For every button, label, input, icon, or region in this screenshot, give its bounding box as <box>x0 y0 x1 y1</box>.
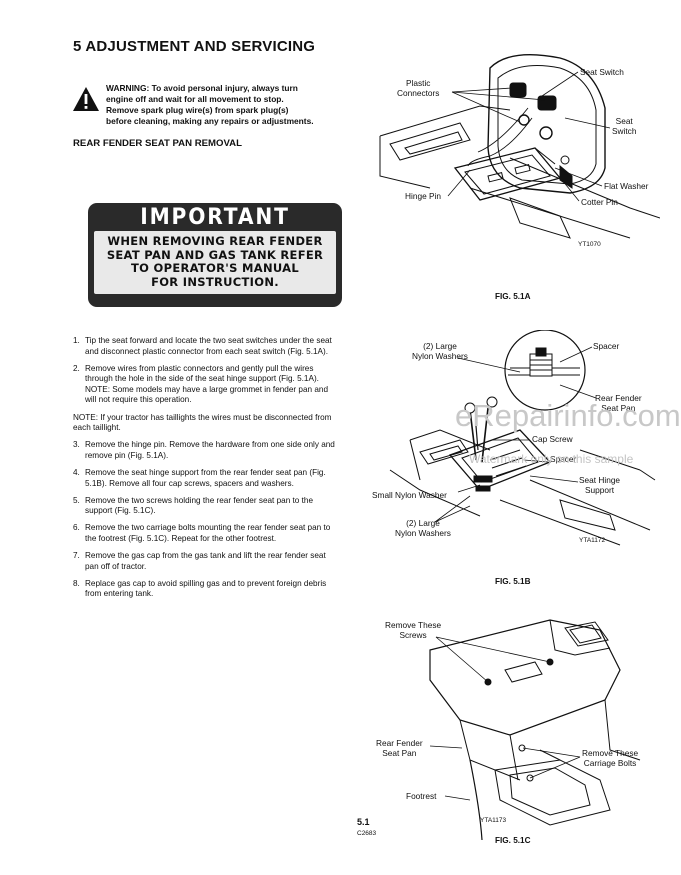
important-body: WHEN REMOVING REAR FENDER SEAT PAN AND G… <box>94 231 336 294</box>
label-hinge-pin: Hinge Pin <box>405 191 441 201</box>
figure-5-1b-drawing <box>389 330 656 546</box>
figure-caption: FIG. 5.1B <box>495 577 531 586</box>
warning-text: WARNING: To avoid personal injury, alway… <box>106 83 314 126</box>
list-item: 3.Remove the hinge pin. Remove the hardw… <box>73 440 335 460</box>
label-flat-washer: Flat Washer <box>604 181 649 191</box>
document-code: C2683 <box>357 830 377 837</box>
label-rear-fender-seat-pan: Rear Fender Seat Pan <box>595 393 642 413</box>
figure-code: YTA1173 <box>480 817 507 824</box>
label-cotter-pin: Cotter Pin <box>581 197 618 207</box>
label-footrest: Footrest <box>406 791 437 801</box>
page-number: 5.1 <box>357 817 370 827</box>
warning-icon <box>73 87 99 111</box>
figure-5-1a-drawing <box>379 53 660 239</box>
label-small-nylon-washer: Small Nylon Washer <box>372 490 447 500</box>
label-remove-carriage-bolts: Remove These Carriage Bolts <box>582 748 639 768</box>
watermark-sub: Watermark only on this sample <box>469 452 634 466</box>
label-seat-switch: Seat Switch <box>612 116 637 136</box>
important-notice: IMPORTANT WHEN REMOVING REAR FENDER SEAT… <box>88 203 342 307</box>
label-seat-switch: Seat Switch <box>580 67 624 77</box>
label-spacer: Spacer <box>550 454 577 464</box>
important-title: IMPORTANT <box>140 205 290 230</box>
figure-code: YTA1172 <box>579 537 606 544</box>
list-item: 4.Remove the seat hinge support from the… <box>73 467 326 488</box>
section-heading: REAR FENDER SEAT PAN REMOVAL <box>73 138 242 149</box>
list-item: 2.Remove wires from plastic connectors a… <box>73 363 329 405</box>
list-item: 6.Remove the two carriage bolts mounting… <box>73 523 331 543</box>
label-seat-hinge-support: Seat Hinge Support <box>579 475 621 495</box>
important-line: TO OPERATOR'S MANUAL <box>130 261 299 275</box>
label-large-nylon-washers: (2) Large Nylon Washers <box>395 518 451 538</box>
list-item: 7.Remove the gas cap from the gas tank a… <box>73 551 326 571</box>
label-spacer: Spacer <box>593 341 620 351</box>
label-cap-screw: Cap Screw <box>532 434 573 444</box>
list-item: 8.Replace gas cap to avoid spilling gas … <box>73 578 327 599</box>
important-line: WHEN REMOVING REAR FENDER <box>107 234 323 248</box>
steps-list: 1.Tip the seat forward and locate the tw… <box>73 336 335 606</box>
page-title: 5 ADJUSTMENT AND SERVICING <box>73 38 316 55</box>
label-rear-fender-seat-pan: Rear Fender Seat Pan <box>376 738 423 758</box>
figure-caption: FIG. 5.1A <box>495 292 531 301</box>
list-item: 1.Tip the seat forward and locate the tw… <box>73 336 332 356</box>
label-plastic-connectors: Plastic Connectors <box>397 78 440 98</box>
label-remove-these-screws: Remove These Screws <box>385 620 442 640</box>
figure-5-1c-drawing <box>429 619 641 840</box>
note-text: NOTE: If your tractor has taillights the… <box>73 412 332 433</box>
list-item: 5.Remove the two screws holding the rear… <box>73 495 314 516</box>
important-line: SEAT PAN AND GAS TANK REFER <box>106 247 324 262</box>
figure-code: YT1070 <box>578 241 601 248</box>
label-large-nylon-washers: (2) Large Nylon Washers <box>412 341 468 361</box>
important-line: FOR INSTRUCTION. <box>151 274 279 289</box>
watermark: eRepairinfo.com <box>455 398 681 433</box>
figure-caption: FIG. 5.1C <box>495 836 531 845</box>
